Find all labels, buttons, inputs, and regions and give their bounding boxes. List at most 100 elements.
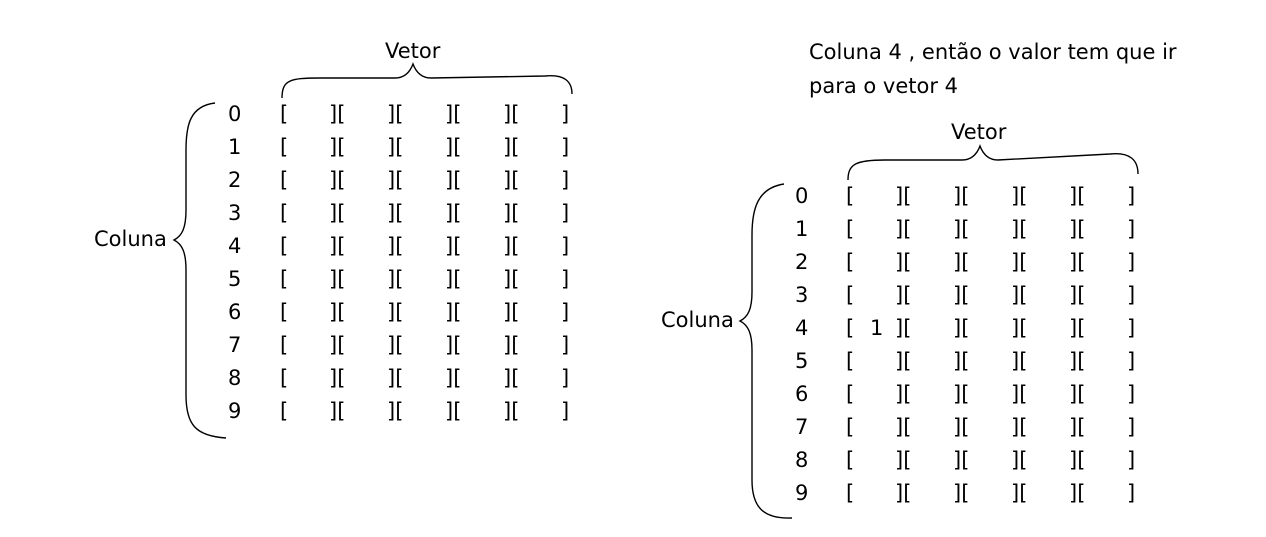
cell-bracket: ][ xyxy=(1011,349,1028,373)
cell-bracket: ][ xyxy=(503,135,520,159)
row-index: 5 xyxy=(795,349,809,373)
cell-bracket: ][ xyxy=(953,316,970,340)
cell-bracket: ][ xyxy=(895,184,912,208)
cell-bracket: ][ xyxy=(387,135,404,159)
cell-bracket: ][ xyxy=(387,201,404,225)
right-vetor-brace xyxy=(847,144,1139,181)
cell-bracket: ][ xyxy=(503,168,520,192)
cell-bracket: ][ xyxy=(503,399,520,423)
cell-bracket: ][ xyxy=(503,366,520,390)
cell-bracket: ][ xyxy=(445,300,462,324)
cell-bracket: ] xyxy=(1127,448,1136,472)
cell-bracket: [ xyxy=(280,333,289,357)
cell-bracket: [ xyxy=(280,135,289,159)
cell-bracket: ][ xyxy=(953,250,970,274)
cell-bracket: ][ xyxy=(445,135,462,159)
cell-bracket: ][ xyxy=(445,333,462,357)
cell-bracket: [ xyxy=(280,300,289,324)
cell-bracket: ][ xyxy=(953,184,970,208)
cell-bracket: ] xyxy=(561,366,570,390)
cell-bracket: ][ xyxy=(1069,382,1086,406)
cell-bracket: ][ xyxy=(503,102,520,126)
cell-bracket: [ xyxy=(280,267,289,291)
cell-bracket: ][ xyxy=(953,448,970,472)
cell-bracket: ][ xyxy=(1069,250,1086,274)
row-index: 3 xyxy=(795,283,809,307)
cell-bracket: ][ xyxy=(953,283,970,307)
cell-bracket: ][ xyxy=(1011,184,1028,208)
cell-bracket: ][ xyxy=(329,399,346,423)
cell-bracket: ][ xyxy=(895,283,912,307)
right-coluna-brace xyxy=(738,183,793,519)
cell-bracket: ][ xyxy=(1069,283,1086,307)
cell-bracket: [ xyxy=(846,316,855,340)
cell-bracket: ][ xyxy=(445,234,462,258)
cell-bracket: ][ xyxy=(895,481,912,505)
row-index: 1 xyxy=(795,217,809,241)
cell-bracket: ][ xyxy=(953,349,970,373)
cell-bracket: ][ xyxy=(1011,382,1028,406)
right-coluna-label: Coluna xyxy=(661,308,734,332)
cell-bracket: [ xyxy=(846,217,855,241)
cell-bracket: ] xyxy=(561,267,570,291)
cell-bracket: ] xyxy=(561,399,570,423)
cell-bracket: ][ xyxy=(953,217,970,241)
cell-bracket: ] xyxy=(1127,283,1136,307)
cell-bracket: ][ xyxy=(387,366,404,390)
cell-bracket: ][ xyxy=(953,481,970,505)
cell-bracket: ][ xyxy=(445,102,462,126)
cell-bracket: ][ xyxy=(1011,283,1028,307)
cell-bracket: [ xyxy=(280,201,289,225)
cell-bracket: [ xyxy=(846,184,855,208)
cell-bracket: ][ xyxy=(387,267,404,291)
cell-bracket: ][ xyxy=(503,201,520,225)
cell-bracket: ] xyxy=(1127,217,1136,241)
cell-bracket: [ xyxy=(846,481,855,505)
row-index: 4 xyxy=(795,316,809,340)
cell-bracket: [ xyxy=(846,250,855,274)
row-index: 9 xyxy=(795,481,809,505)
cell-bracket: ][ xyxy=(1011,481,1028,505)
cell-bracket: ][ xyxy=(1011,448,1028,472)
cell-bracket: ][ xyxy=(1011,316,1028,340)
cell-bracket: ][ xyxy=(1011,250,1028,274)
cell-bracket: ][ xyxy=(445,168,462,192)
cell-bracket: ][ xyxy=(503,267,520,291)
cell-bracket: [ xyxy=(846,349,855,373)
cell-bracket: ][ xyxy=(445,201,462,225)
cell-bracket: ][ xyxy=(1011,415,1028,439)
cell-bracket: ] xyxy=(561,333,570,357)
row-index: 5 xyxy=(228,267,242,291)
row-index: 2 xyxy=(228,168,242,192)
cell-bracket: ][ xyxy=(953,382,970,406)
cell-bracket: ][ xyxy=(1069,448,1086,472)
cell-bracket: ][ xyxy=(503,333,520,357)
row-index: 8 xyxy=(795,448,809,472)
cell-bracket: ] xyxy=(1127,316,1136,340)
cell-bracket: ][ xyxy=(329,333,346,357)
cell-bracket: ][ xyxy=(1069,316,1086,340)
cell-bracket: ] xyxy=(561,168,570,192)
cell-bracket: [ xyxy=(280,102,289,126)
cell-bracket: ][ xyxy=(445,366,462,390)
cell-bracket: [ xyxy=(846,415,855,439)
cell-bracket: ] xyxy=(1127,349,1136,373)
row-index: 3 xyxy=(228,201,242,225)
row-index: 4 xyxy=(228,234,242,258)
right-vetor-title: Vetor xyxy=(951,120,1007,144)
left-coluna-label: Coluna xyxy=(94,227,167,251)
cell-bracket: ] xyxy=(1127,382,1136,406)
cell-bracket: ][ xyxy=(503,234,520,258)
right-note-line2: para o vetor 4 xyxy=(809,74,958,98)
cell-bracket: ] xyxy=(561,300,570,324)
cell-bracket: ][ xyxy=(387,399,404,423)
cell-bracket: ][ xyxy=(329,201,346,225)
cell-bracket: ] xyxy=(561,102,570,126)
cell-bracket: ][ xyxy=(895,349,912,373)
matrix-cell: 1 xyxy=(870,316,884,340)
cell-bracket: ][ xyxy=(329,135,346,159)
cell-bracket: ][ xyxy=(387,168,404,192)
cell-bracket: ] xyxy=(1127,415,1136,439)
cell-bracket: ][ xyxy=(953,415,970,439)
